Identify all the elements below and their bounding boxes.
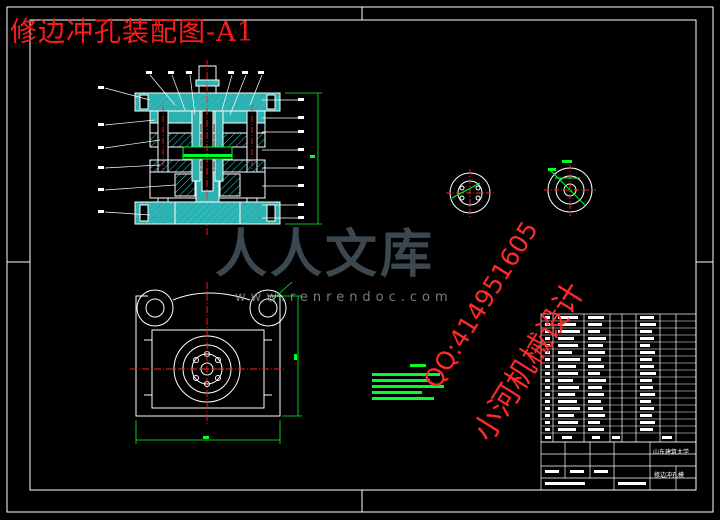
part-detail-right bbox=[544, 160, 596, 216]
drawing-frame bbox=[6, 6, 714, 513]
front-section-view bbox=[134, 60, 281, 235]
drawing-name: 修边冲孔模 bbox=[654, 472, 685, 479]
watermark-site: www.renrendoc.com bbox=[235, 290, 453, 305]
title-block-fills bbox=[545, 470, 646, 485]
drawing-title: 修边冲孔装配图-A1 bbox=[10, 17, 255, 48]
bom-entries bbox=[545, 316, 672, 439]
plan-view bbox=[135, 289, 287, 417]
plan-dimensions bbox=[135, 281, 302, 444]
title-block bbox=[540, 441, 697, 491]
part-number-tags bbox=[98, 71, 304, 219]
technical-requirements bbox=[372, 364, 444, 400]
school-name: 山东建筑大学 bbox=[653, 449, 690, 456]
bom-rows bbox=[541, 320, 696, 434]
watermark-brand: 人人文库 bbox=[215, 224, 436, 285]
part-leaders bbox=[104, 74, 300, 219]
plan-centerlines bbox=[130, 282, 286, 425]
height-dimension bbox=[285, 92, 322, 225]
part-detail-left bbox=[446, 169, 494, 217]
